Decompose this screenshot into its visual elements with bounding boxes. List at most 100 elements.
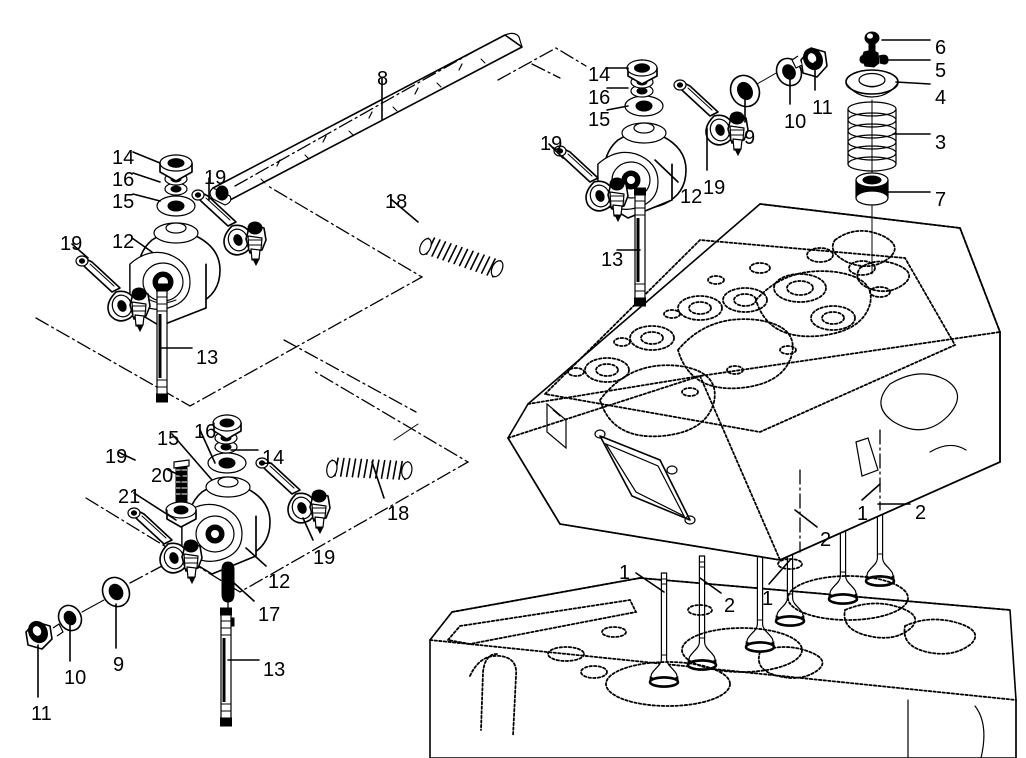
leader-line-2 (794, 509, 818, 528)
leader-line-18 (391, 199, 419, 223)
washer-10-lower (57, 604, 83, 632)
callout-12-rocker-bracket-lower: 12 (268, 571, 291, 593)
callout-15-spring-washer-15-lower: 15 (157, 428, 180, 450)
callout-11-nut-11-lower: 11 (31, 703, 52, 725)
leader-line-2 (699, 577, 722, 594)
callout-7-valve-stem-seal: 7 (935, 189, 947, 211)
leader-line-19 (302, 517, 314, 541)
leader-line-19 (548, 143, 564, 159)
callout-17-locating-pin-17: 17 (258, 604, 281, 626)
callout-19-rocker-arm-19-upper-left: 19 (204, 167, 227, 189)
washer-9-lower (101, 576, 131, 608)
rocker-bracket-upper-left (129, 222, 221, 327)
adjusting-nut (165, 501, 197, 528)
callout-18-rocker-spring-lower: 18 (387, 503, 410, 525)
leader-line-20 (167, 469, 183, 477)
callout-leader-lines (37, 39, 931, 698)
callout-19-rocker-arm-19-lower-right: 19 (313, 547, 336, 569)
callout-2-exhaust-valve-middle: 2 (820, 529, 832, 551)
callout-14-nut-14-upper-right: 14 (588, 64, 611, 86)
callout-21-rocker-arm-21: 21 (118, 486, 141, 508)
callout-13-push-rod-upper-left: 13 (196, 347, 219, 369)
leader-line-16 (199, 429, 216, 464)
leader-line-12 (131, 237, 153, 253)
leader-line-1 (861, 483, 881, 501)
push-rod-upper-left (155, 283, 169, 403)
callout-19-rocker-arm-19-lower-left: 19 (105, 446, 128, 468)
leader-line-15 (171, 433, 213, 481)
valve-seat-outlines (601, 558, 909, 707)
callout-14-nut-14-upper-left: 14 (112, 147, 135, 169)
callout-1-intake-valve-middle: 1 (762, 588, 774, 610)
callout-20-adjusting-screw-20: 20 (151, 465, 174, 487)
rocker-arm-shaft (209, 32, 523, 206)
rocker-assembly-upper-right (413, 47, 828, 307)
callout-11-nut-11-upper: 11 (812, 97, 833, 119)
cylinder-head (507, 203, 1001, 561)
rocker-assembly-upper-left (75, 154, 267, 403)
callout-19-rocker-arm-19-left: 19 (60, 233, 83, 255)
callout-16-washer-16-upper-left: 16 (112, 169, 135, 191)
nut-11-lower (25, 620, 64, 650)
callout-15-spring-washer-15-upper-left: 15 (112, 191, 135, 213)
leader-line-12 (654, 159, 679, 183)
leader-line-15 (132, 193, 161, 202)
washer-9-upper (729, 74, 761, 108)
callout-19-rocker-arm-19-upper-right: 19 (703, 177, 726, 199)
callout-18-rocker-spring-upper: 18 (385, 191, 408, 213)
spring-washer-15-upper-left (156, 195, 196, 217)
callout-5-valve-cotter-collet: 5 (935, 60, 947, 82)
leader-line-17 (233, 582, 255, 602)
callout-1-intake-valve-rear: 1 (857, 503, 869, 525)
callout-9-washer-9-lower: 9 (113, 654, 125, 676)
leader-line-16 (132, 172, 161, 183)
callout-16-washer-16-upper-right: 16 (588, 87, 611, 109)
callout-6-valve-cap: 6 (935, 37, 947, 59)
leader-line-12 (245, 547, 267, 567)
cylinder-block (429, 577, 1017, 758)
nut-11-upper (791, 47, 828, 78)
callout-3-valve-spring: 3 (935, 132, 947, 154)
callout-16-washer-16-lower: 16 (194, 421, 217, 443)
leader-line-15 (606, 105, 629, 111)
rocker-spring-lower (318, 424, 421, 515)
valve-stem-seal (855, 172, 889, 206)
callout-12-rocker-bracket-upper-right: 12 (680, 186, 703, 208)
callout-12-rocker-bracket-upper-left: 12 (112, 231, 135, 253)
push-rod-lower (219, 607, 233, 727)
callout-13-push-rod-lower: 13 (263, 659, 286, 681)
callout-4-valve-spring-retainer: 4 (935, 87, 947, 109)
valve-spring-assembly (845, 31, 899, 275)
leader-line-1 (768, 559, 791, 585)
leader-line-19 (117, 451, 136, 461)
callout-8-rocker-arm-shaft: 8 (377, 68, 389, 90)
callout-10-washer-10-lower: 10 (64, 667, 87, 689)
callout-15-spring-washer-15-upper-right: 15 (588, 109, 611, 131)
spring-washer-15-lower (207, 452, 247, 474)
valve-collet (859, 49, 889, 68)
nut-14-lower (212, 414, 242, 440)
leader-line-14 (132, 151, 161, 164)
callout-19-rocker-arm-19-center: 19 (540, 133, 563, 155)
callout-10-washer-10-upper: 10 (784, 111, 807, 133)
rocker-assembly-lower (25, 414, 421, 727)
callout-1-intake-valve-front-left: 1 (619, 562, 631, 584)
leader-line-21 (133, 492, 177, 521)
callout-2-exhaust-valve-rear: 2 (915, 502, 927, 524)
callout-14-nut-14-lower: 14 (262, 447, 285, 469)
rocker-spring-upper (413, 220, 509, 295)
leader-line-4 (895, 81, 931, 85)
nut-14-upper-right (626, 59, 658, 85)
leader-line-18 (371, 461, 385, 499)
valve-spring-retainer (845, 69, 899, 98)
assembly-guide-lines (35, 47, 587, 593)
callout-2-exhaust-valve-front-left: 2 (724, 595, 736, 617)
leader-line-19 (71, 243, 89, 259)
callout-13-push-rod-upper-right: 13 (601, 249, 624, 271)
spring-washer-15-upper-right (624, 95, 664, 117)
valve-cap (864, 31, 880, 53)
callout-9-washer-9-upper: 9 (744, 127, 756, 149)
rocker-bracket-lower (181, 476, 271, 575)
